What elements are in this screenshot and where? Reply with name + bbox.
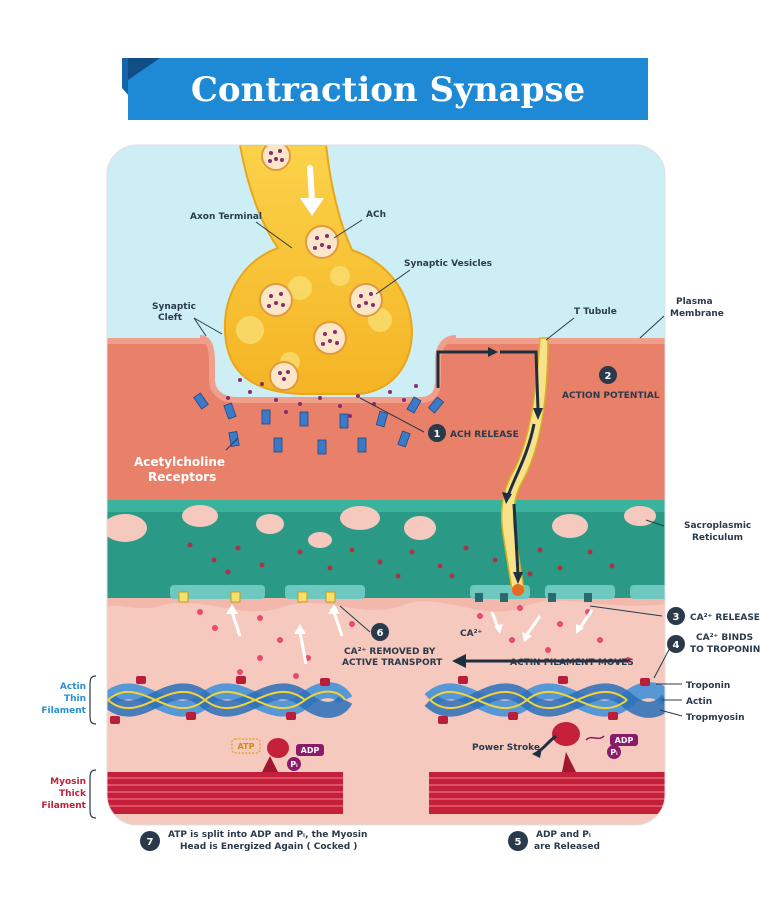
caption-step-5-line-1: ADP and Pᵢ [536, 830, 591, 840]
label-sarcoplasmic-2: Reticulum [692, 533, 743, 543]
svg-text:ATP: ATP [238, 742, 255, 751]
caption-step-5-line-2: are Released [534, 842, 600, 852]
step-7-badge: 7 [140, 831, 160, 851]
label-troponin: Troponin [686, 681, 730, 691]
label-synaptic-cleft-2: Cleft [158, 313, 183, 323]
pi-tag-left: Pᵢ [287, 757, 301, 771]
atp-tag: ATP [231, 738, 261, 754]
step-6-badge: 6 [371, 623, 389, 641]
adp-tag-right: ADP [610, 734, 638, 746]
svg-text:1: 1 [434, 429, 441, 440]
label-ach: ACh [366, 210, 386, 220]
svg-text:4: 4 [673, 640, 680, 651]
label-ca-binds-2: TO TROPONIN [690, 645, 760, 655]
label-ca-binds-1: CA²⁺ BINDS [696, 633, 753, 643]
reticulum-channels [170, 585, 665, 599]
label-ach-receptors-1: Acetylcholine [134, 455, 225, 469]
step-2-badge: 2 [599, 366, 617, 384]
label-myosin-thick-1: Myosin [50, 777, 86, 787]
axon-terminal [224, 145, 414, 395]
adp-tag-left: ADP [296, 744, 324, 756]
svg-text:Pᵢ: Pᵢ [610, 748, 618, 757]
svg-text:5: 5 [515, 837, 522, 848]
label-plasma-membrane-1: Plasma [676, 297, 713, 307]
myosin-thick-filament-left [107, 772, 343, 814]
label-ca-ion: CA²⁺ [460, 629, 483, 639]
label-axon-terminal: Axon Terminal [190, 212, 262, 222]
step-5-badge: 5 [508, 831, 528, 851]
action-potential-path [436, 350, 540, 575]
svg-text:ADP: ADP [301, 746, 320, 755]
page-title: Contraction Synapse [191, 70, 585, 110]
label-actin-thin-3: Filament [41, 706, 86, 716]
calcium-flow-arrows [230, 609, 594, 665]
step-1-badge: 1 [428, 424, 446, 442]
label-ach-receptors-2: Receptors [148, 470, 216, 484]
svg-text:ADP: ADP [615, 736, 634, 745]
label-ach-release: ACH RELEASE [450, 430, 519, 440]
label-plasma-membrane-2: Membrane [670, 309, 724, 319]
label-tropmyosin: Tropmyosin [686, 713, 745, 723]
synaptic-vesicles [259, 145, 383, 391]
svg-text:2: 2 [605, 371, 612, 382]
actin-thin-filament-left [107, 676, 353, 724]
step-3-badge: 3 [667, 607, 685, 625]
svg-text:6: 6 [377, 628, 384, 639]
actin-thin-filament-right [424, 676, 665, 724]
label-synaptic-vesicles: Synaptic Vesicles [404, 259, 492, 269]
label-actin-thin-1: Actin [60, 682, 86, 692]
caption-step-7-line-2: Head is Energized Again ( Cocked ) [180, 842, 357, 852]
label-sarcoplasmic-1: Sacroplasmic [684, 521, 751, 531]
myosin-head-power-stroke [552, 722, 580, 772]
label-myosin-thick-3: Filament [41, 801, 86, 811]
label-action-potential: ACTION POTENTIAL [562, 391, 660, 401]
panel [107, 145, 665, 825]
label-actin: Actin [686, 697, 712, 707]
label-synaptic-cleft-1: Synaptic [152, 302, 196, 312]
title-banner: Contraction Synapse [122, 58, 648, 120]
svg-text:3: 3 [673, 612, 680, 623]
myosin-thick-filament-right [429, 772, 665, 814]
label-actin-thin-2: Thin [64, 694, 86, 704]
label-power-stroke: Power Stroke [472, 743, 540, 753]
myosin-head-cocked [262, 738, 289, 772]
acetylcholine-receptors [193, 392, 445, 455]
label-ca-removed-2: ACTIVE TRANSPORT [342, 658, 443, 668]
label-myosin-thick-2: Thick [59, 789, 87, 799]
label-ca-removed-1: CA²⁺ REMOVED BY [344, 647, 436, 657]
svg-text:Pᵢ: Pᵢ [290, 760, 298, 769]
label-t-tubule: T Tubule [574, 307, 617, 317]
sarcoplasmic-reticulum [107, 500, 665, 598]
label-actin-filament-moves: ACTIN FILAMENT MOVES [510, 658, 634, 668]
caption-step-7-line-1: ATP is split into ADP and Pᵢ, the Myosin [168, 830, 367, 840]
step-4-badge: 4 [667, 635, 685, 653]
label-ca-release: CA²⁺ RELEASE [690, 613, 760, 623]
pi-tag-right: Pᵢ [607, 745, 621, 759]
svg-text:7: 7 [147, 837, 154, 848]
